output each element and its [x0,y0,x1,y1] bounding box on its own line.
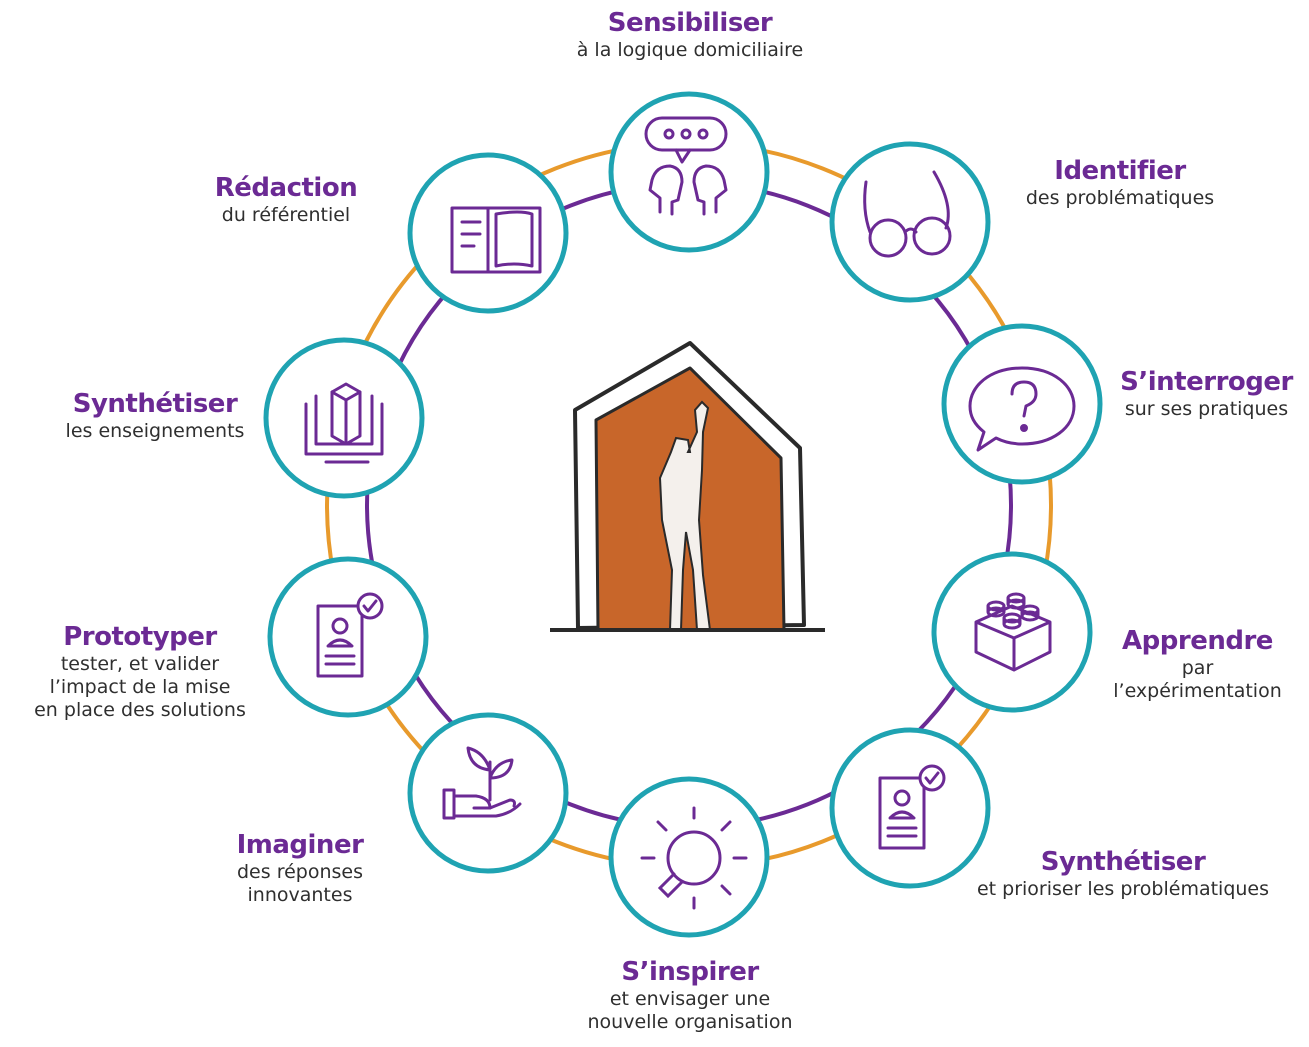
step-title: Imaginer [236,830,364,860]
question-bubble-icon [968,366,1076,452]
step-subtitle: les enseignements [65,420,245,443]
step-label-2: S’interroger sur ses pratiques [1104,367,1309,421]
step-label-0: Sensibiliser à la logique domiciliaire [480,8,900,62]
step-subtitle: et envisager une nouvelle organisation [587,988,793,1033]
node-7 [267,556,429,718]
step-label-9: Rédaction du référentiel [186,173,386,227]
node-0 [608,91,770,253]
node-5 [608,776,770,938]
step-subtitle: tester, et valider l’impact de la mise e… [34,653,246,721]
step-title: Apprendre [1122,626,1273,656]
node-6 [407,712,569,874]
step-subtitle: du référentiel [221,204,351,227]
house-modulor-icon [550,341,825,632]
step-title: Synthétiser [1040,847,1206,877]
step-subtitle: par l’expérimentation [1113,657,1282,702]
open-book-icon [450,206,542,274]
plant-hand-icon [442,746,522,820]
node-4 [829,727,991,889]
node-9 [407,152,569,314]
dialogue-icon [644,116,728,216]
step-label-8: Synthétiser les enseignements [40,389,270,443]
node-2 [941,323,1103,485]
step-label-4: Synthétiser et prioriser les problématiq… [938,847,1308,901]
step-title: Sensibiliser [607,8,773,38]
blueprint-cube-icon [304,382,384,464]
step-subtitle: à la logique domiciliaire [576,39,804,62]
step-title: Identifier [1054,156,1186,186]
step-label-7: Prototyper tester, et valider l’impact d… [6,622,274,722]
step-title: S’inspirer [621,957,759,987]
step-title: Synthétiser [72,389,238,419]
step-subtitle: des réponses innovantes [237,861,363,906]
step-label-1: Identifier des problématiques [990,156,1250,210]
node-1 [829,141,991,303]
step-subtitle: et prioriser les problématiques [976,878,1270,901]
building-block-icon [974,592,1052,672]
step-title: Rédaction [214,173,358,203]
profile-checked-icon [878,764,946,850]
node-8 [263,337,425,499]
step-label-6: Imaginer des réponses innovantes [195,830,405,907]
glasses-icon [863,170,952,258]
step-title: S’interroger [1120,367,1293,397]
node-3 [931,551,1093,713]
lightbulb-icon [640,806,748,910]
step-label-5: S’inspirer et envisager une nouvelle org… [520,957,860,1034]
step-subtitle: des problématiques [1025,187,1215,210]
profile-checked-icon [316,592,384,678]
step-subtitle: sur ses pratiques [1124,398,1289,421]
step-label-3: Apprendre par l’expérimentation [1090,626,1305,703]
step-title: Prototyper [63,622,217,652]
